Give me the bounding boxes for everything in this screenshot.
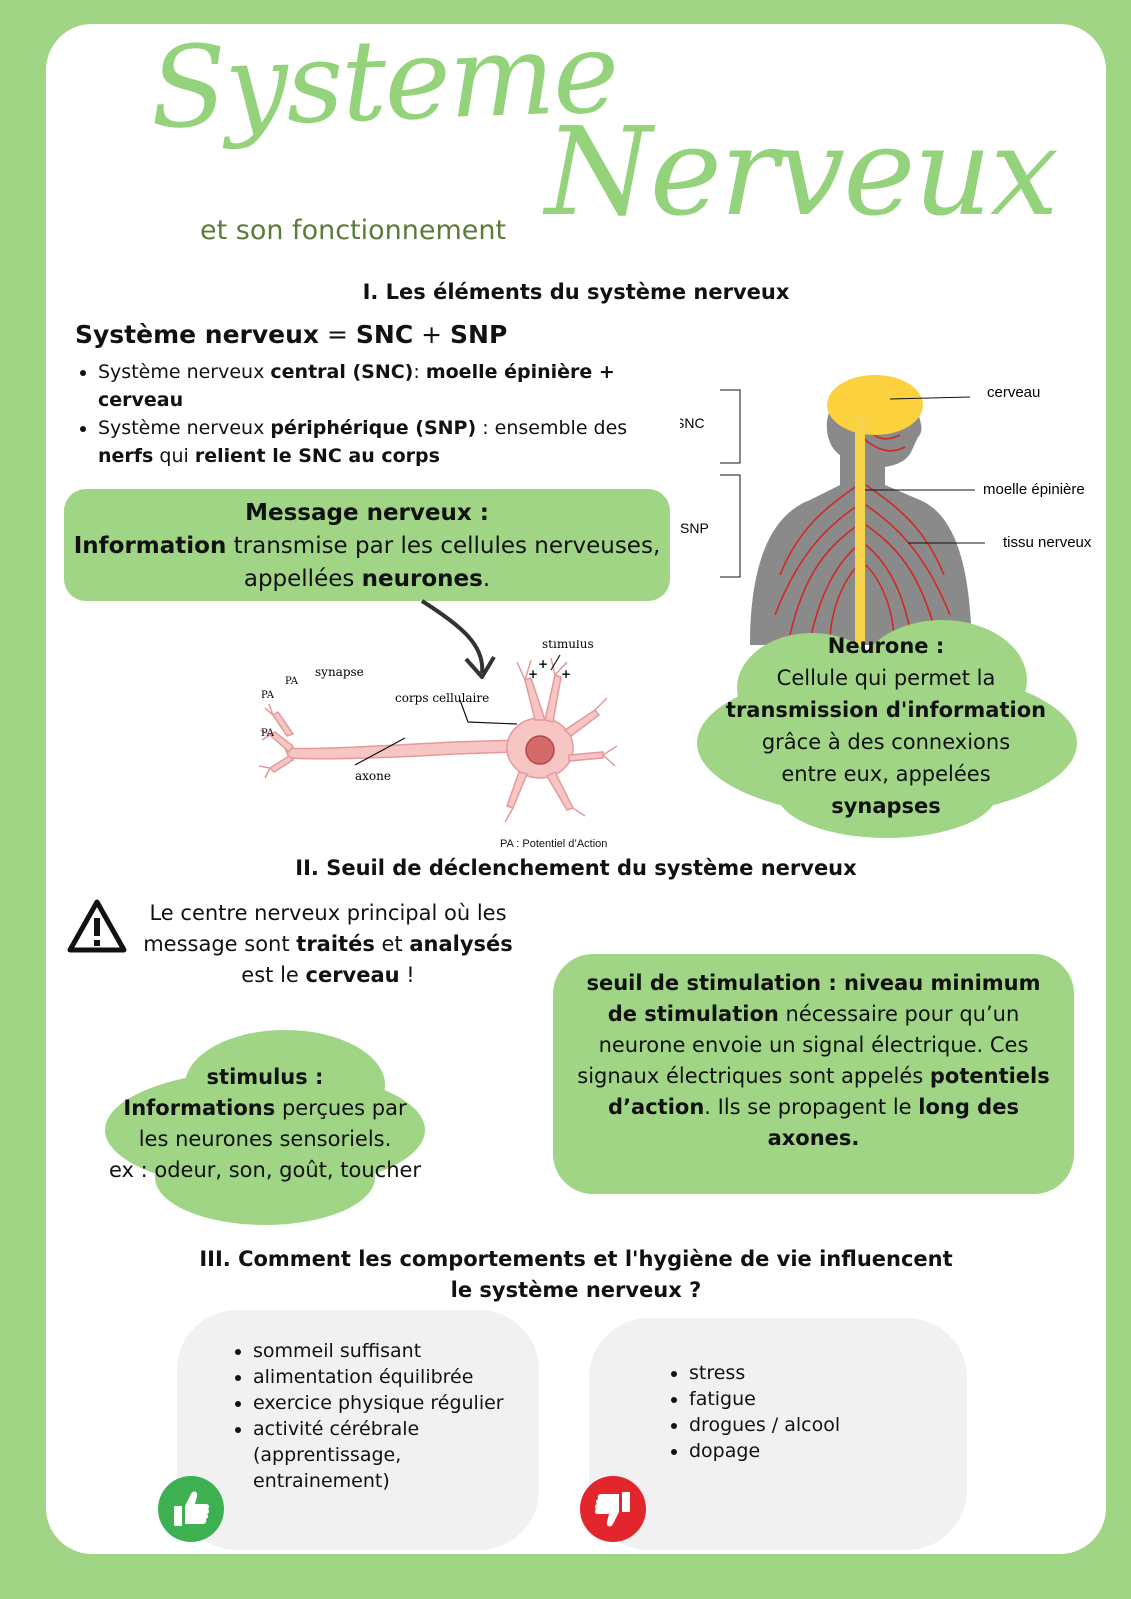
plus-1: + [538, 657, 548, 671]
stimulus-line: Informations perçues par les neurones se… [123, 1096, 407, 1151]
neuron-caption: PA : Potentiel d’Action [500, 838, 608, 850]
stimulus-example: ex : odeur, son, goût, toucher [108, 1158, 422, 1182]
seuil-box: seuil de stimulation : niveau minimum de… [553, 954, 1074, 1194]
section3-heading-line2: le système nerveux ? [450, 1278, 702, 1302]
list-item: exercice physique régulier [253, 1390, 523, 1416]
list-item: stress [689, 1360, 949, 1386]
title-line2: Nerveux [545, 101, 1059, 243]
formula-b: SNC [355, 320, 414, 349]
body-diagram: SNC SNP cerveau moelle épinière tissu ne… [680, 375, 1092, 645]
neurone-line1: Cellule qui permet la [776, 666, 996, 690]
list-item: drogues / alcool [689, 1412, 949, 1438]
section1-heading: I. Les éléments du système nerveux [362, 280, 790, 304]
list-item: fatigue [689, 1386, 949, 1412]
cloud-part [185, 1030, 385, 1140]
section1-bullets: Système nerveux central (SNC): moelle ép… [78, 358, 658, 470]
cloud-part [155, 1130, 375, 1225]
good-habits-card: sommeil suffisant alimentation équilibré… [177, 1310, 539, 1550]
cloud-part [777, 748, 997, 838]
formula-a: Système nerveux [75, 320, 320, 349]
bad-habits-list: stress fatigue drogues / alcool dopage [669, 1360, 949, 1464]
stimulus-cloud: stimulus : Informations perçues par les … [95, 1030, 435, 1225]
neurone-line3: grâce à des connexions entre eux, appelé… [761, 730, 1011, 786]
label-corps-cellulaire: corps cellulaire [395, 691, 489, 705]
section3-heading-line1: III. Comment les comportements et l'hygi… [199, 1247, 953, 1271]
thumbs-up-icon [158, 1476, 224, 1542]
list-item: dopage [689, 1438, 949, 1464]
label-snc: SNC [680, 415, 705, 431]
label-axone: axone [355, 769, 391, 783]
list-item: activité cérébrale (apprentissage, entra… [253, 1416, 523, 1494]
subtitle: et son fonctionnement [200, 215, 507, 246]
label-pa-1: PA [285, 676, 299, 687]
label-moelle: moelle épinière [983, 481, 1085, 498]
label-pa-2: PA [261, 690, 275, 701]
label-snp: SNP [680, 520, 709, 536]
formula-plus: + [413, 320, 451, 349]
good-habits-list: sommeil suffisant alimentation équilibré… [233, 1338, 523, 1494]
warning-triangle-icon [67, 899, 127, 953]
label-pa-3: PA [261, 728, 275, 739]
bad-habits-card: stress fatigue drogues / alcool dopage [589, 1318, 967, 1550]
plus-3: + [561, 667, 571, 681]
list-item: sommeil suffisant [253, 1338, 523, 1364]
stimulus-text: stimulus : Informations perçues par les … [95, 1062, 435, 1186]
cloud-part [857, 620, 1027, 740]
neurone-line4: synapses [831, 794, 941, 818]
label-synapse: synapse [315, 665, 364, 679]
curved-arrow-icon [420, 599, 496, 679]
neurone-line2: transmission d'information [725, 698, 1047, 722]
formula-eq: = [319, 320, 356, 349]
section3-heading: III. Comment les comportements et l'hygi… [46, 1244, 1106, 1306]
bullet-snc: Système nerveux central (SNC): moelle ép… [98, 358, 658, 414]
neurone-cloud: Neurone : Cellule qui permet la transmis… [697, 620, 1077, 838]
neuron-diagram: stimulus synapse PA PA PA corps cellulai… [258, 640, 618, 823]
bullet-snp: Système nerveux périphérique (SNP) : ens… [98, 414, 658, 470]
plus-2: + [528, 667, 538, 681]
thumbs-down-icon [580, 1476, 646, 1542]
label-stimulus: stimulus [542, 640, 594, 651]
formula: Système nerveux = SNC + SNP [75, 320, 507, 349]
message-nerveux-box: Message nerveux : Information transmise … [64, 489, 670, 601]
neurone-title: Neurone : [827, 634, 945, 658]
neurone-text: Neurone : Cellule qui permet la transmis… [697, 630, 1075, 822]
label-cerveau: cerveau [987, 384, 1040, 401]
formula-c: SNP [450, 320, 508, 349]
message-box-title: Message nerveux : [245, 500, 489, 526]
label-tissu: tissu nerveux [1003, 534, 1092, 551]
stimulus-title: stimulus : [206, 1065, 324, 1089]
list-item: alimentation équilibrée [253, 1364, 523, 1390]
section2-heading: II. Seuil de déclenchement du système ne… [295, 856, 857, 880]
message-box-text: Information transmise par les cellules n… [73, 533, 661, 592]
warning-text: Le centre nerveux principal où les messa… [143, 901, 513, 987]
